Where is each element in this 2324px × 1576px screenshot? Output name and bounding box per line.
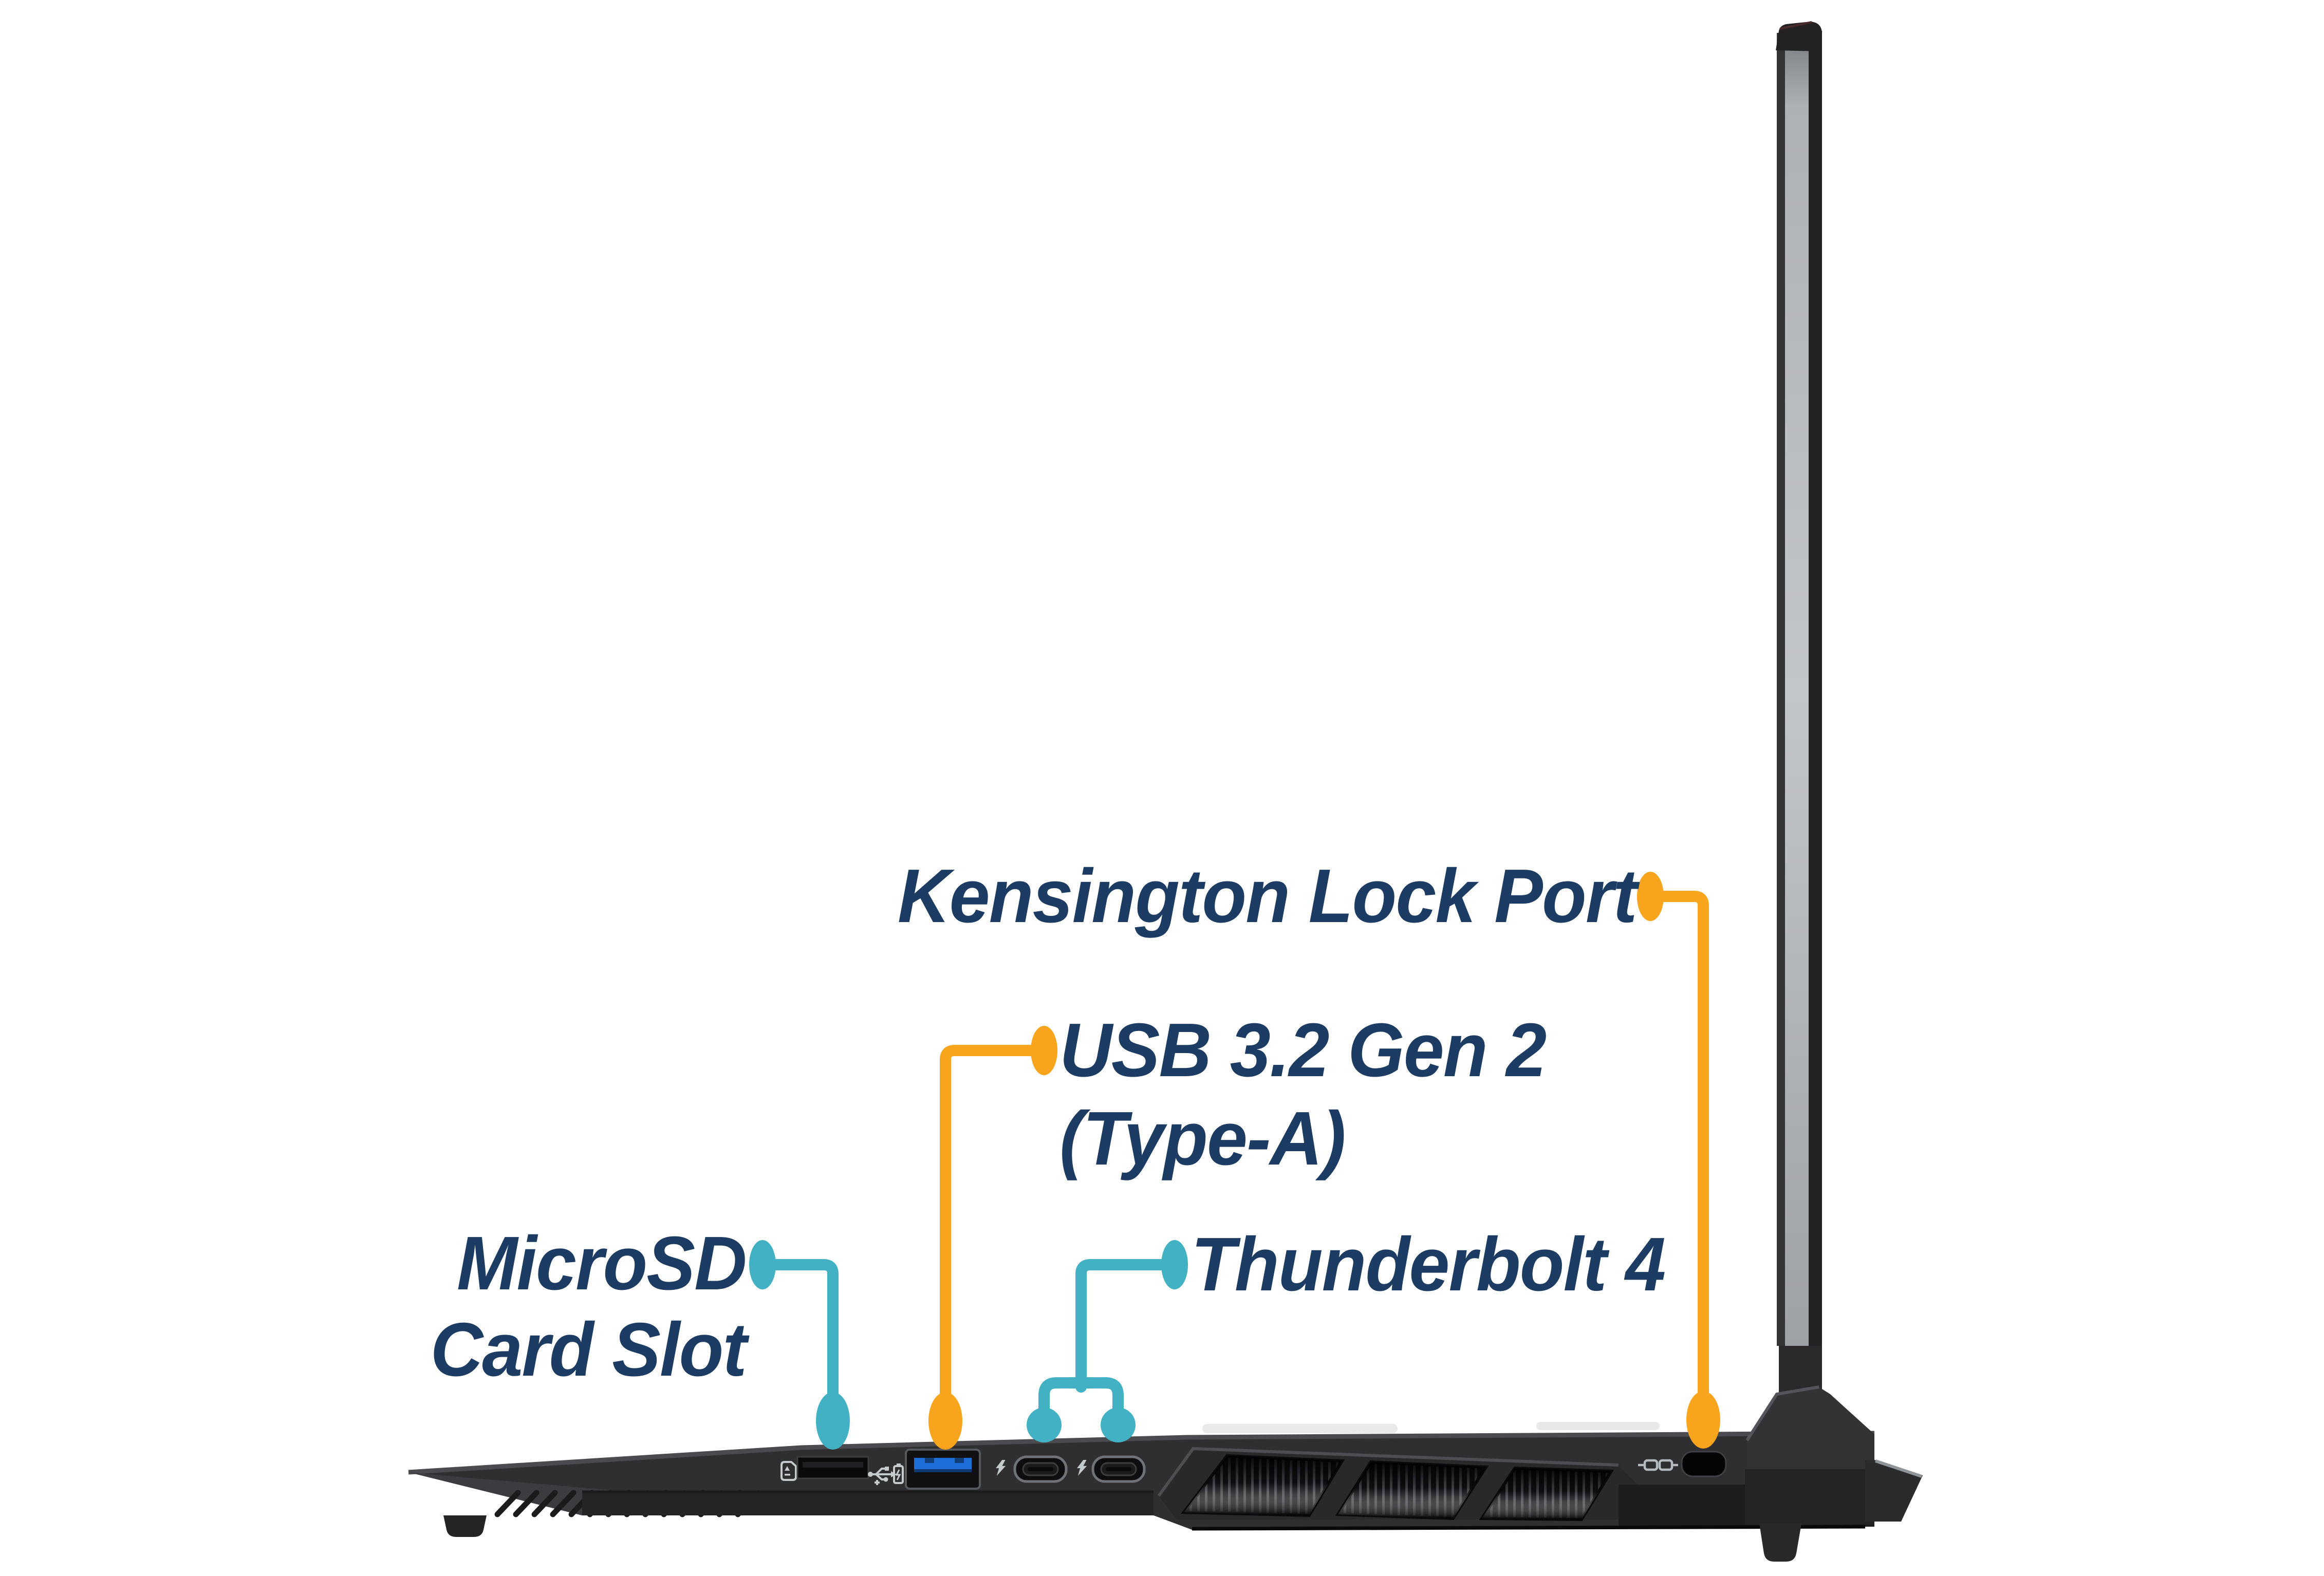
- lid-back-cover: [1808, 31, 1822, 1346]
- kensington-lock-slot: [1681, 1451, 1727, 1477]
- usb-a-port: [905, 1449, 981, 1490]
- callout-line-thunderbolt: [1027, 1240, 1188, 1442]
- laptop-lid: [1776, 21, 1822, 1346]
- microsd-slot: [796, 1456, 869, 1479]
- vent-cutout-3: [1479, 1466, 1614, 1522]
- callout-drop: [816, 1392, 850, 1450]
- usb-type-a-label: USB 3.2 Gen 2 (Type-A): [1059, 1006, 1547, 1183]
- callout-dot: [749, 1240, 776, 1289]
- callout-branch-drop-1: [1027, 1408, 1062, 1442]
- base-bottom-shadow: [1192, 1525, 1866, 1531]
- vent-module-edge: [1157, 1447, 1619, 1497]
- vent-cutout-1: [1181, 1454, 1345, 1517]
- deck-highlight: [1536, 1422, 1660, 1430]
- thunderbolt-bolt-icon: [996, 1460, 1006, 1476]
- callout-line-kensington: [1637, 872, 1720, 1449]
- callout-line-microsd: [749, 1240, 850, 1450]
- microsd-label-line2: Card Slot: [430, 1307, 747, 1392]
- thunderbolt-port-2: [1091, 1455, 1146, 1483]
- callout-line-usb-a: [928, 1026, 1057, 1450]
- hinge-block: [1745, 1469, 1874, 1525]
- left-foot: [443, 1515, 487, 1537]
- hinge-assembly: [1745, 1336, 1923, 1562]
- microsd-label-line1: MicroSD: [457, 1221, 747, 1306]
- callout-dot: [1031, 1026, 1057, 1075]
- thunderbolt-port-1: [1013, 1455, 1068, 1483]
- deck-highlight: [1202, 1424, 1398, 1433]
- rear-foot: [1759, 1524, 1801, 1562]
- callout-drop: [1686, 1391, 1720, 1449]
- base-top-edge: [408, 1431, 1875, 1475]
- lid-top-cap: [1776, 22, 1822, 51]
- microsd-card-icon: [780, 1461, 797, 1481]
- kensington-lock-port-label: Kensington Lock Port: [898, 854, 1638, 939]
- microsd-card-slot-label: MicroSD Card Slot: [430, 1221, 747, 1393]
- usb-type-a-label-line1: USB 3.2 Gen 2: [1059, 1008, 1547, 1093]
- usb-charge-icon: [868, 1464, 904, 1485]
- callout-dot: [1637, 872, 1664, 921]
- hinge-bracket-edge: [1745, 1385, 1819, 1441]
- hinge-bracket: [1747, 1387, 1874, 1481]
- rear-bumper: [1865, 1460, 1923, 1522]
- rear-bumper-highlight: [1875, 1459, 1922, 1478]
- laptop-base: [408, 1422, 1875, 1537]
- lower-chassis-band: [582, 1492, 1154, 1515]
- callout-dot: [1161, 1240, 1188, 1289]
- exhaust-vent-module: [1157, 1447, 1642, 1522]
- lid-front-lip: [1777, 33, 1785, 1346]
- usb-type-a-label-line2: (Type-A): [1059, 1096, 1346, 1181]
- screen-edge: [1784, 41, 1809, 1346]
- kensington-lock-icon: [1638, 1459, 1678, 1471]
- callout-drop: [928, 1392, 962, 1450]
- callout-branch-drop-2: [1101, 1408, 1136, 1442]
- lid-top-edge-tint: [1779, 21, 1812, 30]
- vent-cutout-2: [1335, 1460, 1489, 1521]
- thunderbolt-bolt-icon: [1077, 1460, 1087, 1476]
- thunderbolt-4-label: Thunderbolt 4: [1191, 1222, 1666, 1307]
